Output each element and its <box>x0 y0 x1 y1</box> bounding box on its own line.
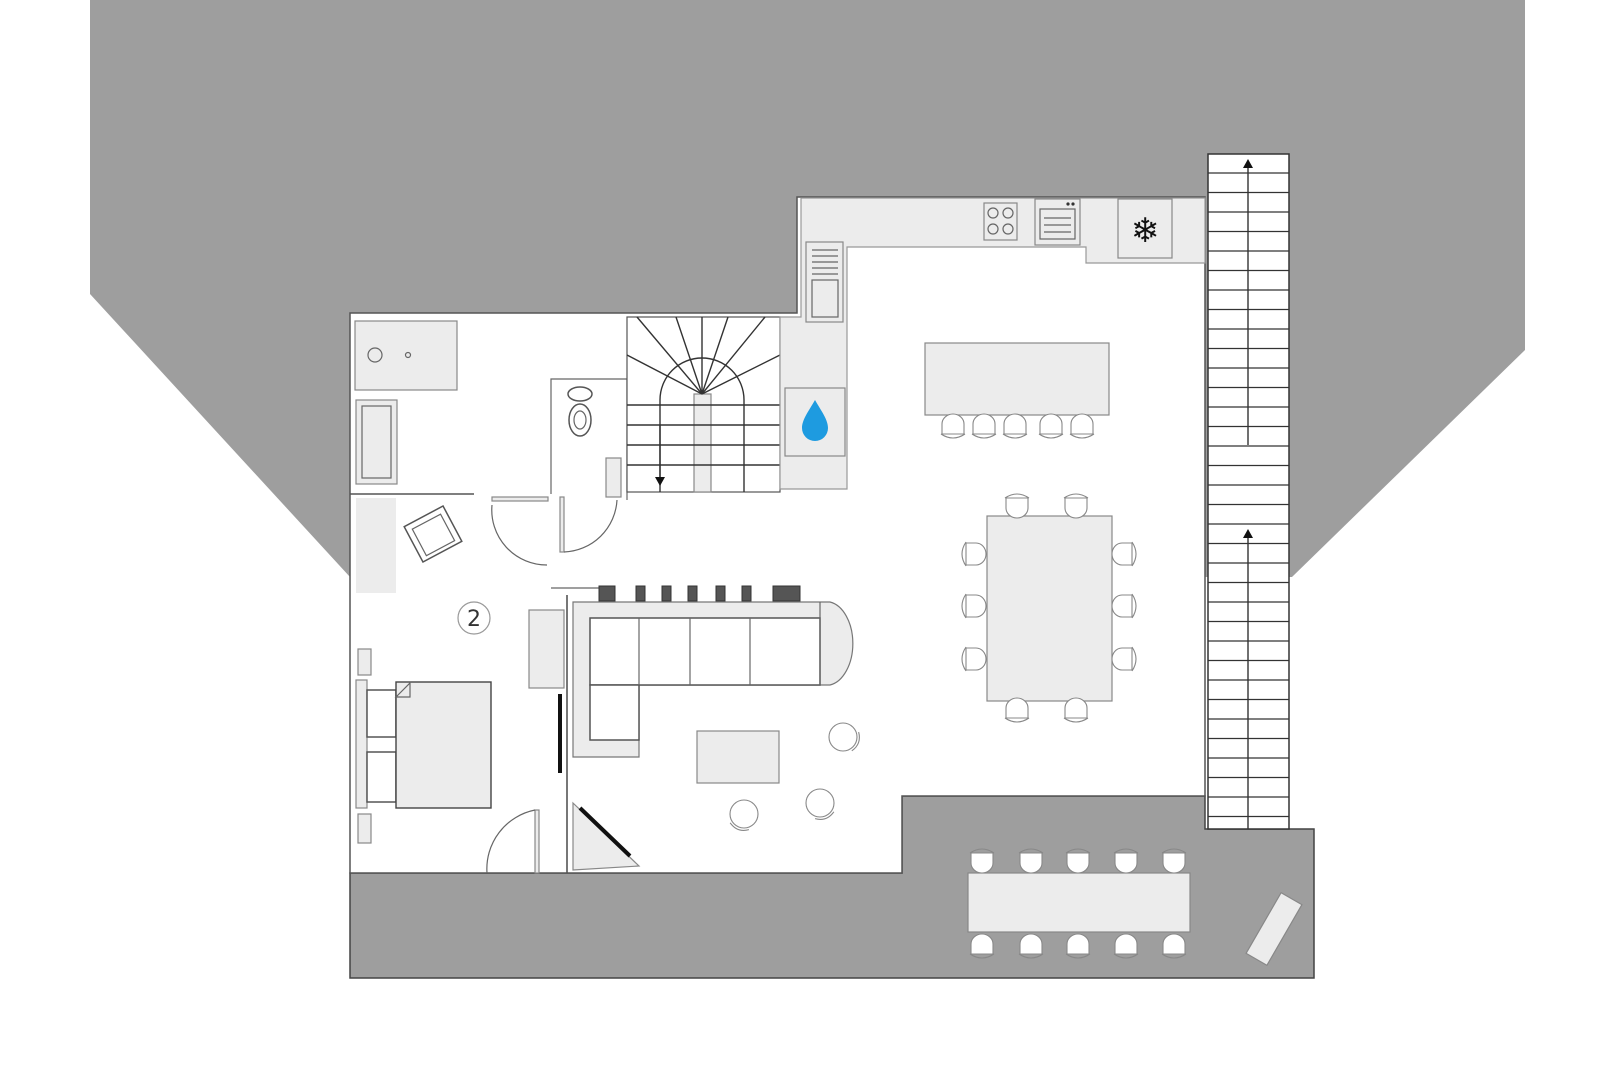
round-stool <box>805 788 835 820</box>
up-arrow-icon <box>1243 159 1253 168</box>
shelf <box>356 498 396 593</box>
bar-stool <box>741 585 752 602</box>
chair <box>961 541 987 567</box>
bar-stool <box>661 585 672 602</box>
bar-stool <box>687 585 698 602</box>
water-drop-icon <box>802 400 828 441</box>
bathroom <box>350 320 474 495</box>
chair <box>1065 933 1091 959</box>
internal-stairs <box>626 316 781 493</box>
terrace-furniture <box>967 848 1303 967</box>
chair <box>1111 646 1137 672</box>
tv-stand <box>528 609 565 689</box>
chair <box>1069 413 1095 439</box>
wc-sink <box>605 457 622 498</box>
corner-tv <box>578 806 632 858</box>
door <box>491 496 549 502</box>
down-arrow-icon <box>655 477 665 486</box>
dining-area <box>961 493 1137 723</box>
round-stool <box>729 799 759 831</box>
chair <box>1161 848 1187 874</box>
doors <box>486 496 618 874</box>
chair <box>1065 848 1091 874</box>
chair <box>969 848 995 874</box>
door <box>559 496 565 553</box>
coffee-table <box>696 730 780 784</box>
chair <box>1018 933 1044 959</box>
chair <box>940 413 966 439</box>
sun-lounger <box>1245 891 1303 967</box>
nightstand <box>357 813 372 844</box>
kitchen-island <box>924 342 1110 416</box>
chair <box>1063 697 1089 723</box>
nightstand <box>357 648 372 676</box>
chair <box>1111 593 1137 619</box>
chair <box>1113 848 1139 874</box>
kitchen-sink <box>811 279 839 318</box>
chair <box>1063 493 1089 519</box>
chair <box>1038 413 1064 439</box>
kitchen: ❄ <box>779 197 1206 490</box>
room-number: 2 <box>467 607 481 632</box>
bathtub <box>355 399 398 485</box>
wc <box>567 386 622 498</box>
chair <box>961 646 987 672</box>
pillow <box>366 689 397 738</box>
fridge <box>1117 198 1173 259</box>
up-arrow-icon <box>1243 529 1253 538</box>
chair <box>961 593 987 619</box>
bed-duvet <box>395 681 492 809</box>
terrace-table <box>967 872 1191 933</box>
chair <box>1018 848 1044 874</box>
living-area <box>528 585 860 871</box>
round-stool <box>828 722 860 752</box>
dining-table <box>986 515 1113 702</box>
chair <box>1113 933 1139 959</box>
room-number-badge: 2 <box>457 601 491 635</box>
bed-headboard <box>355 679 368 809</box>
washbasin <box>367 347 383 363</box>
bar-stool <box>772 585 801 602</box>
chair <box>1004 697 1030 723</box>
armchair <box>403 504 463 564</box>
snowflake-icon: ❄ <box>1131 211 1160 251</box>
pillow <box>366 751 397 803</box>
chair <box>1161 933 1187 959</box>
bar-stool <box>715 585 726 602</box>
hob <box>983 202 1018 241</box>
chair <box>971 413 997 439</box>
chair <box>1111 541 1137 567</box>
chair <box>969 933 995 959</box>
chair <box>1004 493 1030 519</box>
bar-stool <box>598 585 616 602</box>
bedroom: 2 <box>355 498 492 844</box>
oven <box>1034 198 1081 246</box>
toilet <box>568 403 592 437</box>
door <box>534 809 540 874</box>
chair <box>1002 413 1028 439</box>
bar-stool <box>635 585 646 602</box>
